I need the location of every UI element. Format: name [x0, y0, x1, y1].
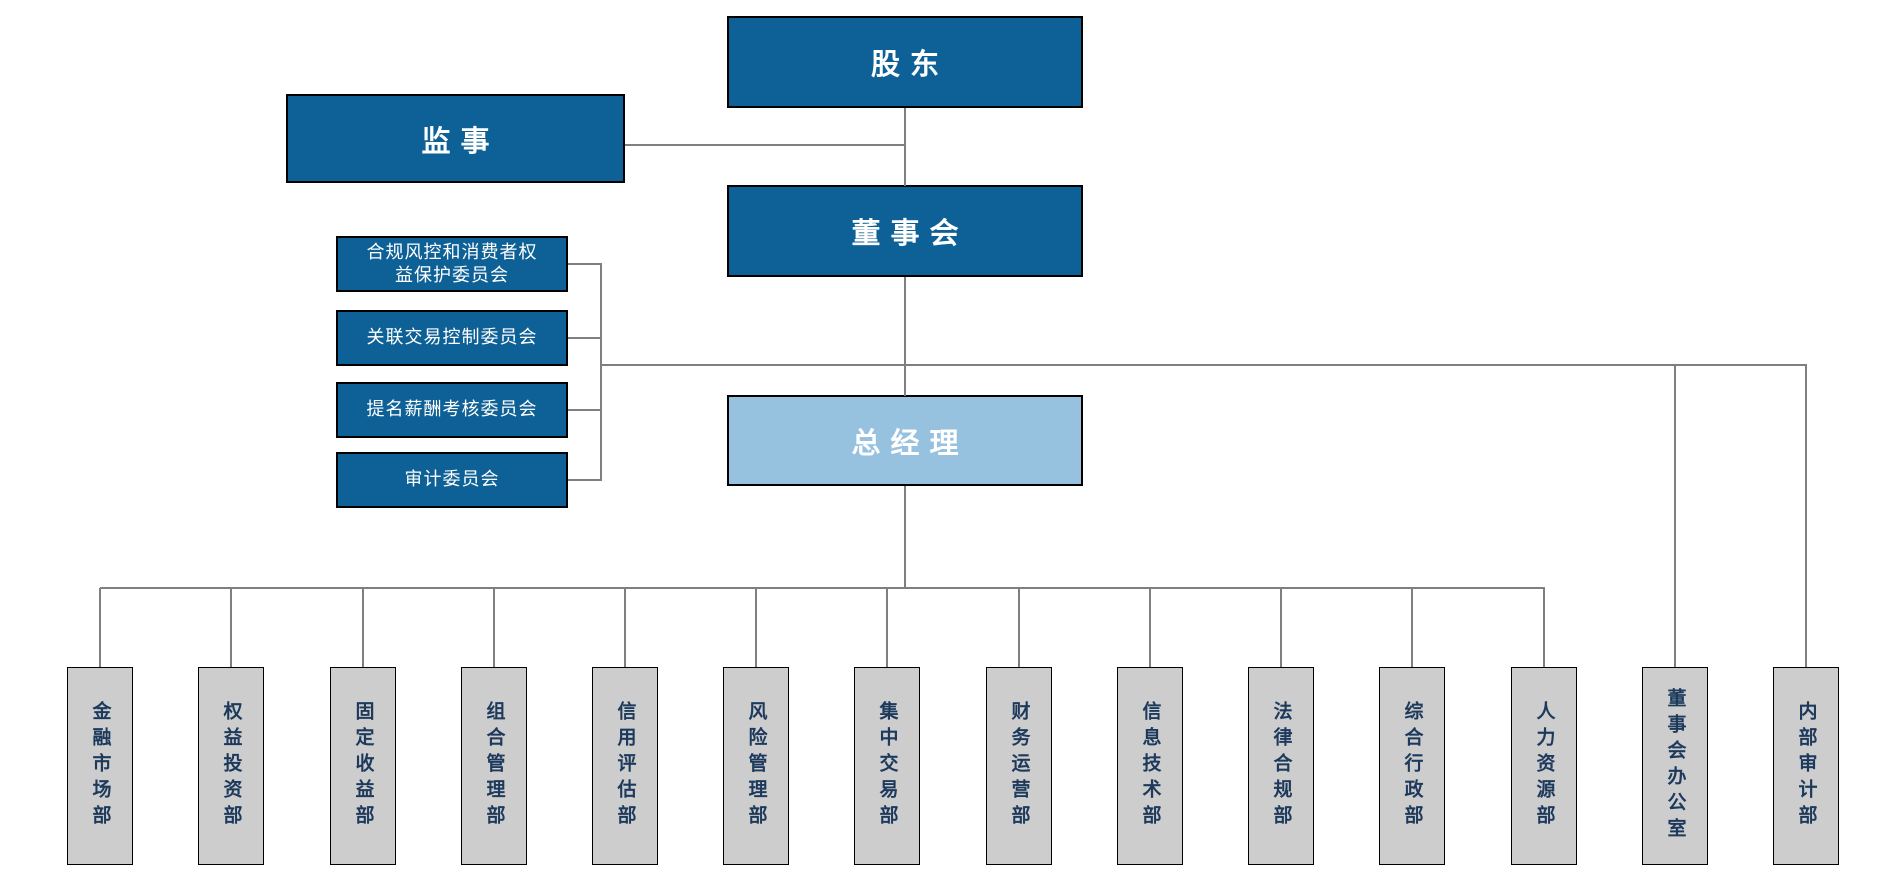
- connector-supervisor-branch: [625, 144, 906, 146]
- connector-committee-3: [568, 409, 602, 411]
- dept-portfolio-management: 组合管理部: [461, 667, 527, 865]
- drop-dept-board-office: [1674, 365, 1676, 667]
- connector-board-level-branch: [601, 364, 1807, 366]
- dept-legal-compliance: 法律合规部: [1248, 667, 1314, 865]
- committee-related-transaction-control: 关联交易控制委员会: [336, 310, 568, 366]
- drop-dept-7: [886, 588, 888, 667]
- drop-dept-1: [99, 588, 101, 667]
- drop-dept-3: [362, 588, 364, 667]
- dept-fixed-income: 固定收益部: [330, 667, 396, 865]
- node-supervisor: 监事: [286, 94, 625, 183]
- dept-credit-assessment: 信用评估部: [592, 667, 658, 865]
- drop-dept-10: [1280, 588, 1282, 667]
- connector-committee-spine: [600, 263, 602, 481]
- dept-financial-markets: 金融市场部: [67, 667, 133, 865]
- connector-committee-1: [568, 263, 602, 265]
- drop-dept-9: [1149, 588, 1151, 667]
- drop-dept-12: [1543, 588, 1545, 667]
- dept-finance-operations: 财务运营部: [986, 667, 1052, 865]
- dept-human-resources: 人力资源部: [1511, 667, 1577, 865]
- committee-compliance-risk-consumer-protection: 合规风控和消费者权 益保护委员会: [336, 236, 568, 292]
- node-board: 董事会: [727, 185, 1083, 277]
- connector-gm-manifold: [904, 486, 906, 588]
- committee-audit: 审计委员会: [336, 452, 568, 508]
- drop-dept-2: [230, 588, 232, 667]
- connector-department-manifold: [100, 587, 1545, 589]
- connector-committee-4: [568, 479, 602, 481]
- node-shareholders: 股东: [727, 16, 1083, 108]
- node-general-manager: 总经理: [727, 395, 1083, 486]
- drop-dept-11: [1411, 588, 1413, 667]
- dept-centralized-trading: 集中交易部: [854, 667, 920, 865]
- connector-board-general-manager: [904, 277, 906, 396]
- drop-dept-internal-audit: [1805, 365, 1807, 667]
- dept-internal-audit: 内部审计部: [1773, 667, 1839, 865]
- connector-committee-2: [568, 337, 602, 339]
- drop-dept-5: [624, 588, 626, 667]
- drop-dept-6: [755, 588, 757, 667]
- dept-information-technology: 信息技术部: [1117, 667, 1183, 865]
- dept-risk-management: 风险管理部: [723, 667, 789, 865]
- committee-nomination-remuneration-assessment: 提名薪酬考核委员会: [336, 382, 568, 438]
- connector-shareholders-board: [904, 108, 906, 186]
- drop-dept-8: [1018, 588, 1020, 667]
- dept-equity-investment: 权益投资部: [198, 667, 264, 865]
- dept-board-office: 董事会办公室: [1642, 667, 1708, 865]
- dept-general-administration: 综合行政部: [1379, 667, 1445, 865]
- drop-dept-4: [493, 588, 495, 667]
